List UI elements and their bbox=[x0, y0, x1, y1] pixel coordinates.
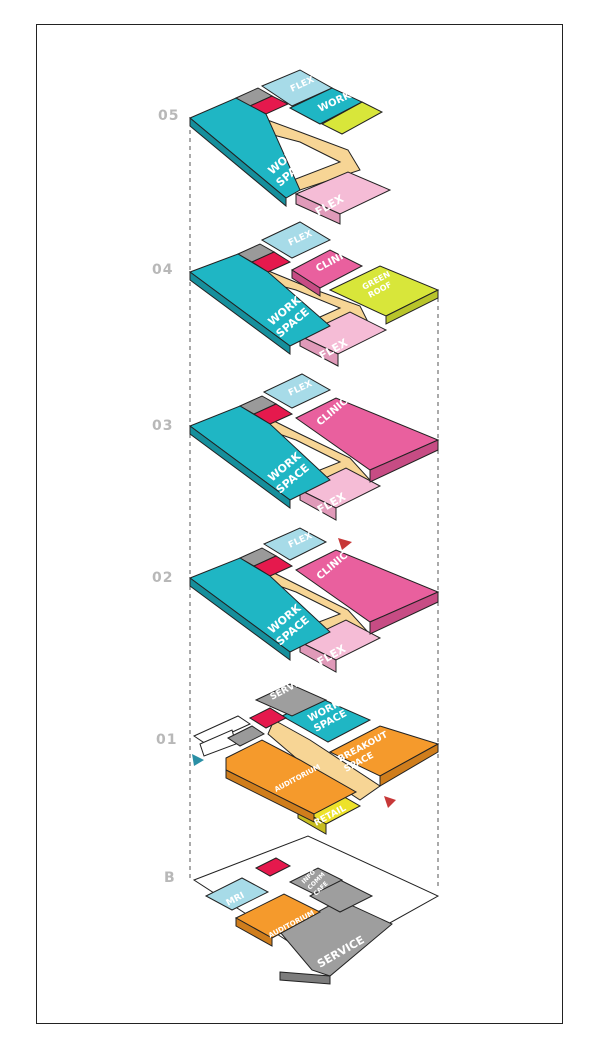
level-label-03: 03 bbox=[152, 418, 173, 434]
floor-02: FLEX CLINIC WORK SPACE FLEX bbox=[188, 527, 440, 673]
level-label-02: 02 bbox=[152, 570, 173, 586]
section-marker-red bbox=[338, 538, 352, 550]
slab-edge bbox=[279, 971, 331, 985]
slab-edge bbox=[189, 271, 291, 355]
services-zone bbox=[254, 683, 328, 717]
flex-zone bbox=[260, 69, 334, 107]
clinic-side bbox=[291, 269, 321, 297]
core-red bbox=[254, 857, 292, 877]
floor-03: FLEX CLINIC WORK SPACE FLEX bbox=[188, 373, 440, 521]
flex-zone bbox=[262, 373, 332, 409]
level-label-04: 04 bbox=[152, 262, 173, 278]
auditorium-side bbox=[235, 917, 273, 947]
core-gray bbox=[227, 725, 265, 747]
flex-pink-side bbox=[299, 489, 337, 521]
level-label-01: 01 bbox=[156, 732, 177, 748]
floor-01: SERVICES WORK SPACE BREAKOUT SPACE AUDIT… bbox=[192, 671, 440, 835]
mri-zone bbox=[204, 877, 270, 911]
section-marker-red bbox=[384, 796, 396, 808]
level-label-b: B bbox=[164, 870, 176, 886]
floor-b: MRI AUDITORIUM SERVICE INFO COMM CAFE bbox=[192, 835, 440, 985]
floor-04: FLEX CLINIC GREEN ROOF WORK SPACE FLEX bbox=[188, 221, 440, 367]
flex-zone bbox=[260, 221, 332, 259]
circulation bbox=[267, 719, 381, 801]
slab-edge bbox=[189, 577, 291, 661]
level-label-05: 05 bbox=[158, 108, 179, 124]
flex-pink-side bbox=[299, 641, 337, 673]
floor-05: FLEX WORK WORK SPACE FLEX bbox=[189, 69, 392, 225]
flex-zone bbox=[262, 527, 328, 561]
core-red bbox=[248, 707, 288, 729]
dashed-guides bbox=[189, 122, 439, 890]
auditorium-side bbox=[225, 769, 315, 823]
breakout-side bbox=[379, 743, 439, 787]
entry-outline bbox=[199, 729, 237, 757]
clinic-side bbox=[369, 591, 439, 635]
clinic-side bbox=[369, 439, 439, 483]
info-zone bbox=[288, 867, 344, 895]
slab-edge bbox=[189, 116, 287, 208]
flex-pink-side bbox=[299, 335, 339, 367]
flex-pink-side bbox=[295, 193, 341, 225]
section-marker-teal bbox=[192, 754, 204, 766]
green-roof-side bbox=[385, 289, 439, 325]
outline-edge bbox=[192, 715, 252, 745]
slab-edge bbox=[189, 425, 291, 509]
